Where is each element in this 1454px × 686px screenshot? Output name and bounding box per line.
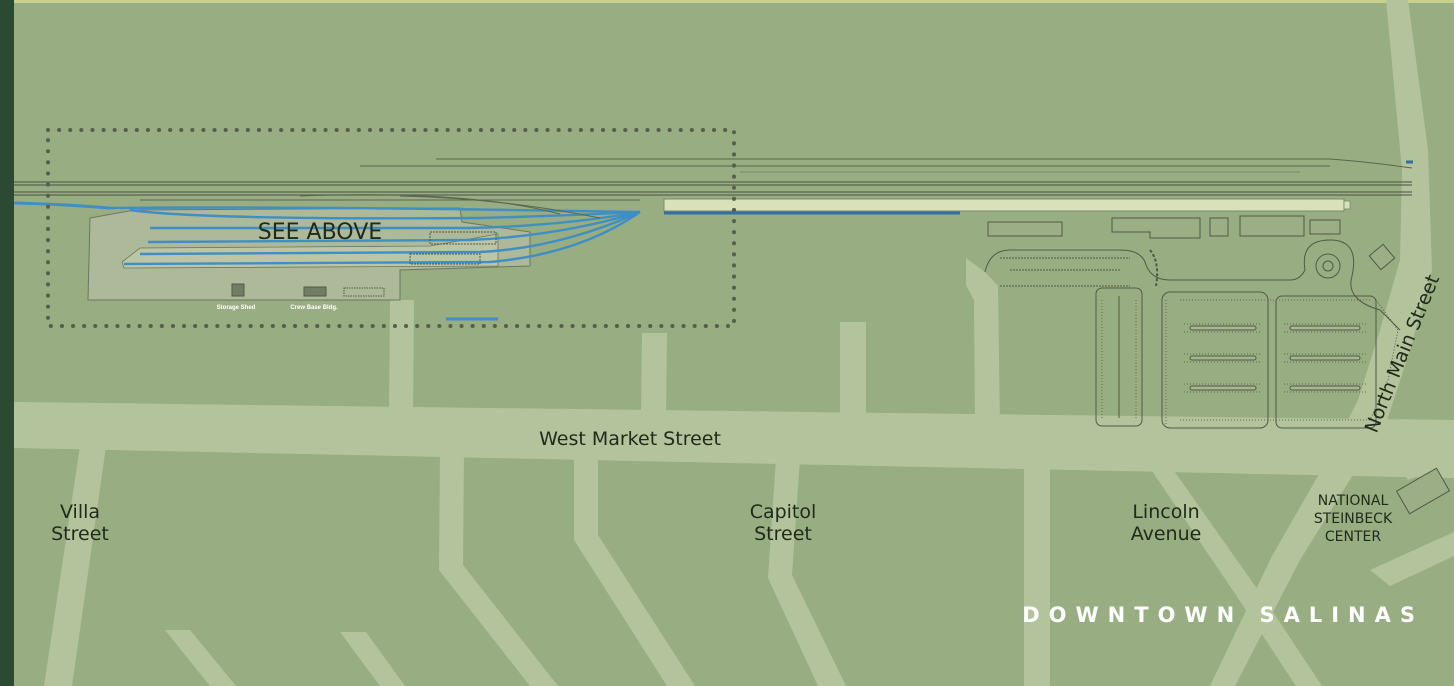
road-diag-3 — [1150, 468, 1322, 686]
parking-east-edge — [1369, 299, 1399, 421]
see-above-label: SEE ABOVE — [258, 220, 382, 245]
road-east-2 — [1398, 440, 1454, 480]
platform-east-end — [1343, 200, 1351, 210]
top-border — [0, 0, 1454, 3]
road-lincoln — [1024, 466, 1050, 686]
parking-roundabout — [1315, 253, 1341, 279]
crew-base-label: Crew Base Bldg. — [290, 305, 338, 311]
yard-tracks — [109, 206, 641, 266]
label-lincoln-line1: Lincoln — [1132, 501, 1199, 523]
parking-central — [1161, 291, 1269, 429]
parking-lot — [984, 239, 1401, 429]
label-steinbeck-line3: CENTER — [1325, 529, 1381, 545]
road-west-market — [14, 402, 1454, 478]
road-villa — [44, 446, 106, 686]
road-connector-3 — [840, 322, 866, 424]
platform-east — [663, 198, 1345, 212]
road-capitol — [768, 458, 846, 686]
label-west-market: West Market Street — [539, 428, 721, 450]
label-steinbeck-line2: STEINBECK — [1314, 511, 1393, 527]
road-connector-4 — [966, 258, 1000, 430]
road-connector-2 — [641, 333, 667, 420]
sidebar-strip — [0, 0, 14, 686]
parking-east — [1275, 295, 1377, 429]
label-villa-line1: Villa — [60, 501, 100, 523]
station-buildings — [987, 215, 1451, 515]
road-north-main — [1210, 0, 1432, 686]
parking-west — [1095, 287, 1143, 427]
maintenance-facility: Storage Shed Crew Base Bldg. — [87, 194, 641, 311]
rail-corridor — [13, 158, 1413, 321]
label-steinbeck-line1: NATIONAL — [1318, 493, 1389, 509]
facility-inner-pad — [121, 233, 499, 269]
work-area-2 — [409, 253, 481, 265]
road-connector-1 — [389, 300, 414, 416]
road-diag-2 — [574, 455, 695, 686]
work-area-1 — [429, 231, 497, 245]
parking-arc-dash — [1149, 249, 1159, 287]
crew-base-building — [303, 286, 327, 297]
storage-shed-icon — [231, 283, 245, 297]
label-villa-line2: Street — [51, 523, 109, 545]
parking-loop-road — [984, 239, 1401, 331]
storage-shed-label: Storage Shed — [217, 305, 256, 311]
label-lincoln-line2: Avenue — [1131, 523, 1202, 545]
parking-inner-loop — [1000, 257, 1130, 287]
outbuilding — [343, 287, 385, 297]
yard-dark-tracks — [140, 194, 640, 219]
road-diag-5 — [340, 632, 405, 686]
parking-islands — [1189, 325, 1361, 391]
map-title: DOWNTOWN SALINAS — [1022, 603, 1424, 627]
roads — [14, 0, 1454, 686]
road-east-1 — [1370, 532, 1454, 586]
road-diag-1 — [439, 450, 558, 686]
label-capitol-line1: Capitol — [750, 501, 817, 523]
blue-track-west — [13, 201, 111, 210]
parking-stalls — [1101, 299, 1370, 424]
label-capitol-line2: Street — [754, 523, 812, 545]
road-diag-4 — [165, 630, 236, 686]
upper-siding-curve — [1329, 158, 1413, 169]
inset-border — [46, 128, 736, 328]
